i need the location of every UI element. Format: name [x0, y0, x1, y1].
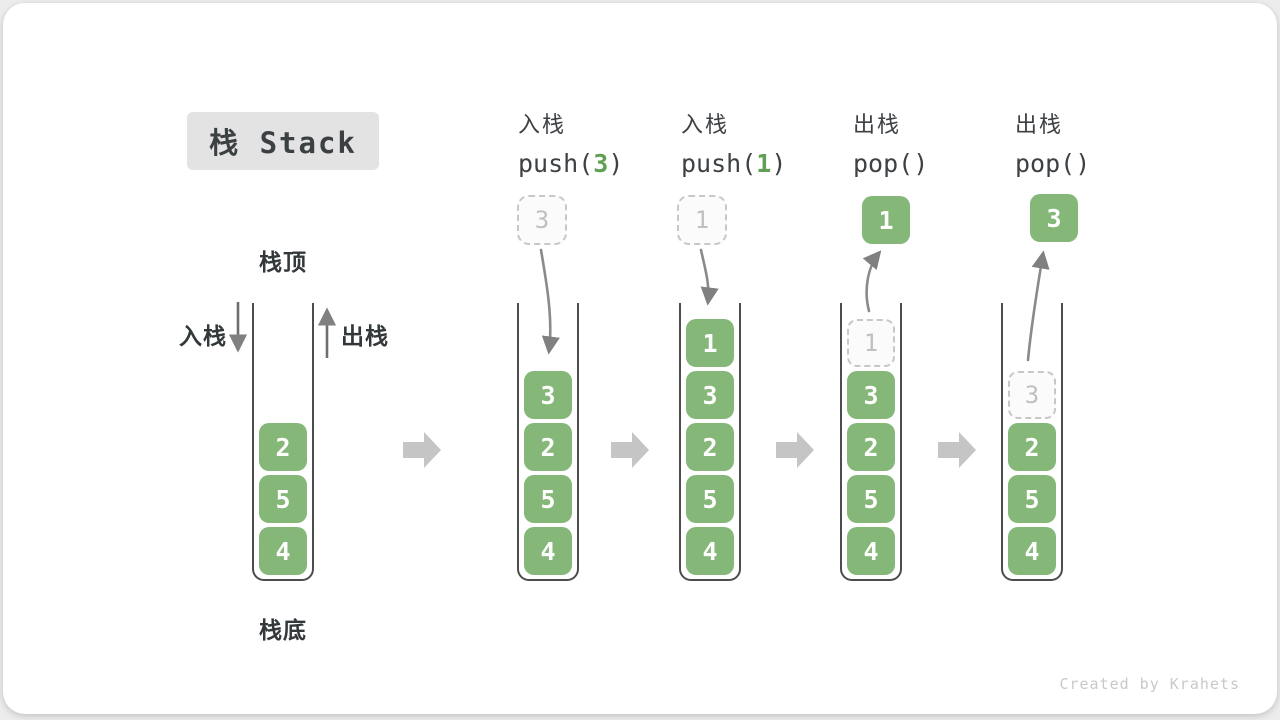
step-header-op: push(1) — [681, 149, 786, 178]
stack-item: 2 — [847, 423, 895, 471]
stack-item: 5 — [259, 475, 307, 523]
stack-item: 2 — [1008, 423, 1056, 471]
stack-item: 3 — [686, 371, 734, 419]
popped-value-box: 1 — [862, 196, 910, 244]
op-value: 3 — [593, 149, 609, 178]
stack-item: 5 — [847, 475, 895, 523]
watermark: Created by Krahets — [1059, 675, 1240, 693]
ghost-slot: 3 — [1008, 371, 1056, 419]
step-header-push1: 入栈 push(1) — [681, 107, 786, 178]
step-header-op: pop() — [1015, 149, 1091, 178]
pending-value-box: 3 — [517, 195, 567, 245]
step-header-pop2: 出栈 pop() — [1015, 107, 1090, 178]
stack-item: 2 — [686, 423, 734, 471]
step-header-cn: 入栈 — [681, 112, 730, 137]
stack-item: 4 — [847, 527, 895, 575]
step-header-op: push(3) — [518, 149, 623, 178]
stack-item: 2 — [259, 423, 307, 471]
op-suffix: ) — [608, 149, 624, 178]
stack-item: 5 — [686, 475, 734, 523]
stack-item: 4 — [1008, 527, 1056, 575]
stack-item: 4 — [259, 527, 307, 575]
popped-value-box: 3 — [1030, 194, 1078, 242]
stack-item: 5 — [1008, 475, 1056, 523]
pending-value-box: 1 — [677, 195, 727, 245]
stack-item: 3 — [524, 371, 572, 419]
stack-item: 3 — [847, 371, 895, 419]
step-header-cn: 入栈 — [518, 112, 567, 137]
stack-top-label: 栈顶 — [259, 249, 307, 275]
op-suffix: ) — [771, 149, 787, 178]
op-prefix: push( — [518, 149, 594, 178]
diagram-title: 栈 Stack — [187, 112, 379, 170]
step-header-push3: 入栈 push(3) — [518, 107, 623, 178]
stack-item: 4 — [686, 527, 734, 575]
step-header-cn: 出栈 — [1015, 112, 1064, 137]
step-header-pop1: 出栈 pop() — [853, 107, 928, 178]
stack-bottom-label: 栈底 — [259, 617, 307, 643]
stack-item: 5 — [524, 475, 572, 523]
stack-item: 1 — [686, 319, 734, 367]
stack-item: 4 — [524, 527, 572, 575]
op-prefix: push( — [681, 149, 757, 178]
step-header-op: pop() — [853, 149, 929, 178]
stack-item: 2 — [524, 423, 572, 471]
op-value: 1 — [756, 149, 772, 178]
ghost-slot: 1 — [847, 319, 895, 367]
step-header-cn: 出栈 — [853, 112, 902, 137]
push-direction-label: 入栈 — [179, 323, 227, 349]
pop-direction-label: 出栈 — [341, 323, 389, 349]
